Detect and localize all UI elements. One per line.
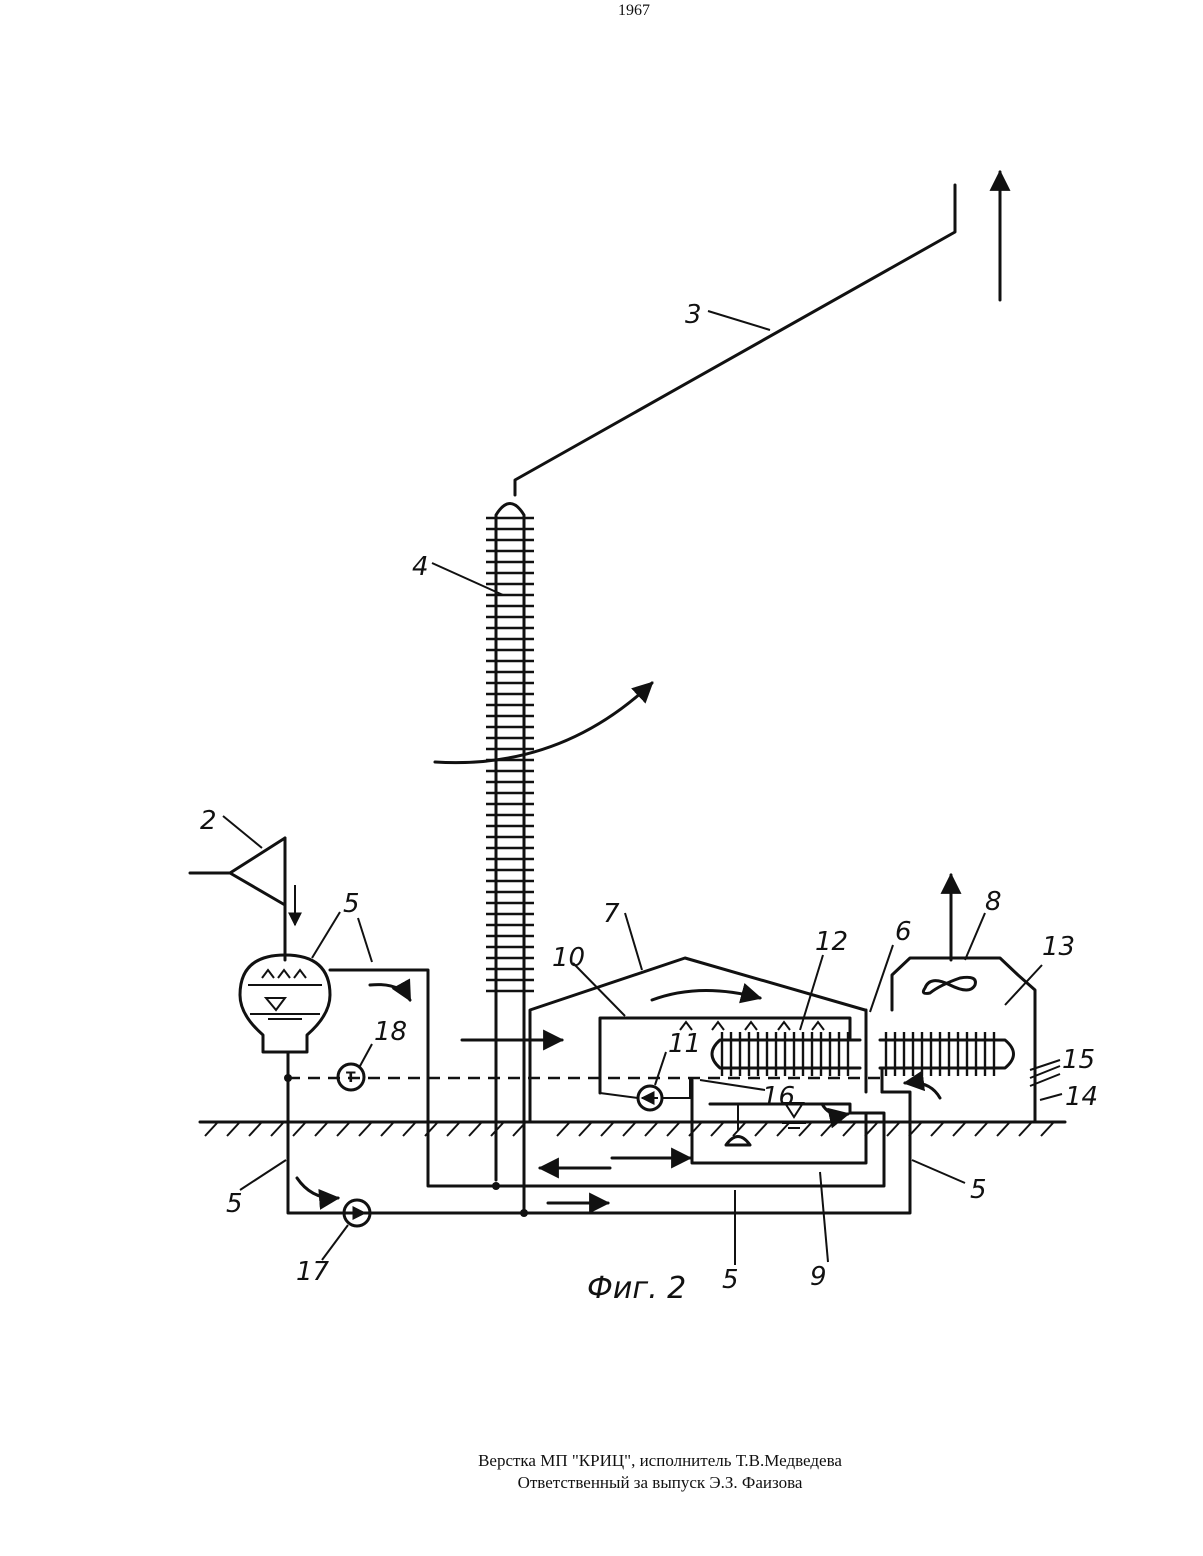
- left-vessel: [240, 918, 372, 1052]
- label-3: 3: [685, 300, 702, 330]
- label-8: 8: [985, 887, 1002, 917]
- fan-unit: [866, 875, 1062, 1122]
- label-12: 12: [815, 927, 848, 957]
- label-14: 14: [1065, 1082, 1098, 1112]
- pipelines: T: [284, 970, 910, 1260]
- figure-caption: Фиг. 2: [587, 1271, 686, 1306]
- label-5-right: 5: [970, 1175, 987, 1205]
- label-2: 2: [200, 806, 217, 836]
- credits-line-2: Ответственный за выпуск Э.З. Фаизова: [0, 1472, 1203, 1494]
- ground-line: [200, 1122, 1065, 1136]
- exhaust-pipe: [515, 172, 1000, 495]
- label-13: 13: [1042, 932, 1075, 962]
- label-10: 10: [552, 943, 585, 973]
- label-11: 11: [668, 1029, 701, 1059]
- label-17: 17: [296, 1257, 330, 1287]
- credits-line-1: Верстка МП "КРИЦ", исполнитель Т.В.Медве…: [0, 1450, 1203, 1472]
- label-4: 4: [412, 552, 429, 582]
- label-6: 6: [895, 917, 912, 947]
- label-15: 15: [1062, 1045, 1095, 1075]
- label-5-left: 5: [226, 1189, 243, 1219]
- label-7: 7: [603, 899, 620, 929]
- label-16: 16: [762, 1082, 795, 1112]
- label-5-bottom: 5: [722, 1265, 739, 1295]
- temperature-sensor-symbol: T: [346, 1070, 356, 1086]
- label-9: 9: [810, 1262, 827, 1292]
- label-18: 18: [374, 1017, 407, 1047]
- finned-tower: [432, 504, 652, 1211]
- inlet-funnel: [190, 816, 295, 960]
- label-5-tank: 5: [343, 889, 360, 919]
